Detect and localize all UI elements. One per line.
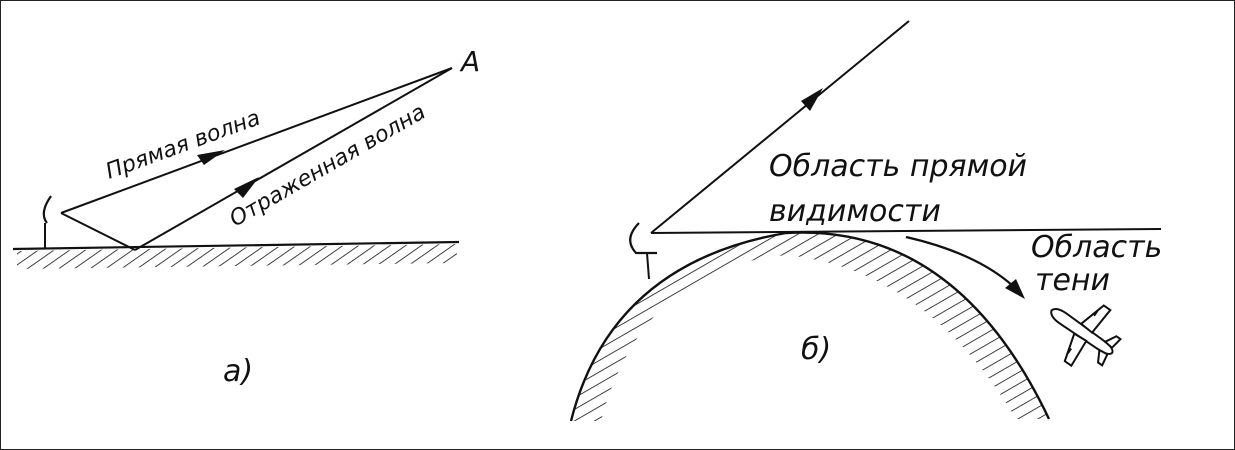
antenna-icon bbox=[629, 222, 657, 280]
panel-b: Область прямой видимости Область тени б) bbox=[569, 20, 1162, 422]
arrowhead-icon bbox=[234, 177, 259, 198]
shadow-label-1: Область bbox=[1031, 230, 1162, 265]
direct-wave-ray bbox=[60, 67, 453, 214]
arrowhead-icon bbox=[801, 88, 823, 111]
upward-ray bbox=[650, 20, 910, 234]
panel-a: Прямая волна Отраженная волна A а) bbox=[12, 45, 480, 389]
diffraction-arrow bbox=[905, 235, 1014, 287]
panel-b-caption: б) bbox=[801, 332, 831, 367]
arrowhead-icon bbox=[1005, 279, 1025, 299]
arrowhead-icon bbox=[197, 150, 225, 165]
horizon-ray bbox=[650, 228, 1162, 234]
ground-hatching bbox=[17, 244, 457, 269]
antenna-icon bbox=[42, 195, 52, 249]
airplane-icon bbox=[1050, 304, 1123, 368]
incident-ray bbox=[60, 212, 136, 251]
panel-a-caption: а) bbox=[223, 354, 253, 389]
line-of-sight-label-1: Область прямой bbox=[769, 149, 1027, 184]
reflected-wave-ray bbox=[134, 67, 453, 251]
point-a-label: A bbox=[459, 45, 480, 78]
earth-surface-curve bbox=[569, 231, 1051, 422]
line-of-sight-label-2: видимости bbox=[769, 194, 941, 229]
direct-wave-label: Прямая волна bbox=[103, 106, 264, 185]
shadow-label-2: тени bbox=[1035, 263, 1110, 298]
ground-line bbox=[12, 240, 460, 251]
